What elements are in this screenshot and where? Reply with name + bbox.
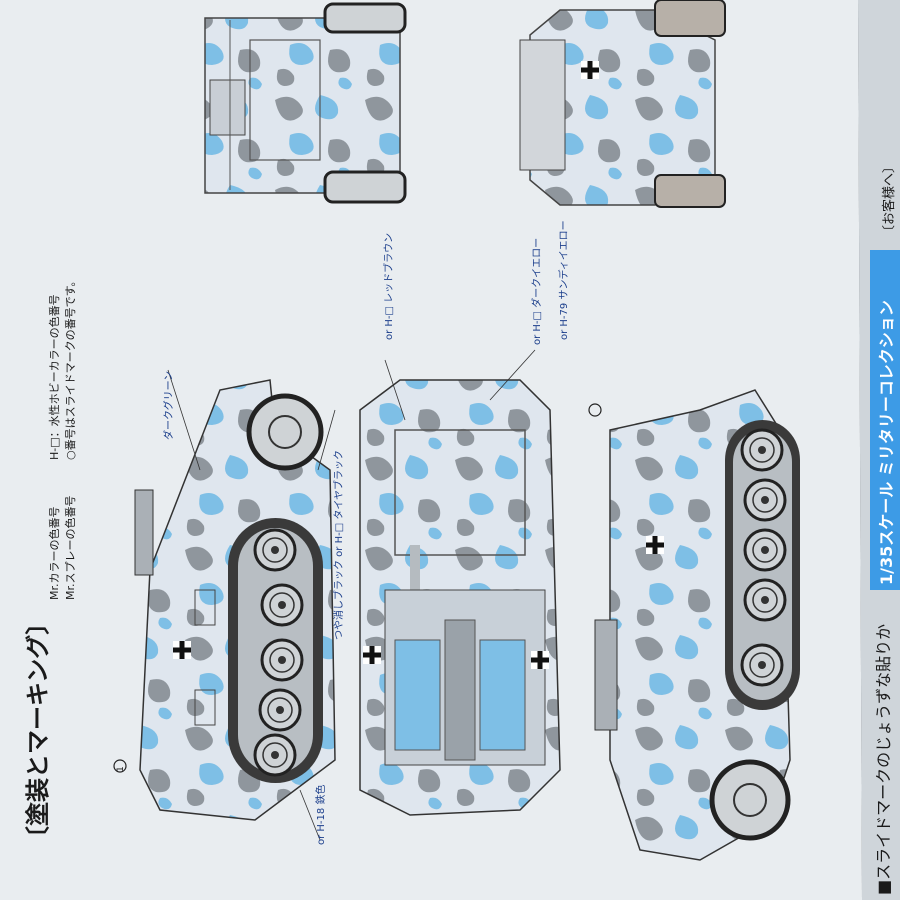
vehicle-side-view-left bbox=[113, 379, 336, 821]
legend-mr-color: Mr.カラーの色番号 bbox=[48, 506, 61, 601]
callout-steel: or H-18 鉄色 bbox=[316, 784, 327, 845]
decal-number-marker-icon bbox=[588, 403, 602, 417]
series-band bbox=[870, 250, 900, 590]
callout-sandy-yellow: or H-79 サンディイエロー bbox=[559, 220, 570, 340]
callout-red-brown: or H-□ レッドブラウン bbox=[384, 232, 395, 340]
balkenkreuz-icon bbox=[531, 651, 549, 669]
vehicle-side-view-right bbox=[588, 389, 800, 861]
legend-mr-spray: Mr.スプレーの色番号 bbox=[64, 495, 77, 601]
decal-number-marker-icon bbox=[113, 759, 127, 773]
vehicle-top-view-center bbox=[359, 379, 561, 816]
legend-h-color: H-□：水性ホビーカラーの色番号 bbox=[48, 294, 61, 460]
customer-note: 〔お客様へ〕 bbox=[882, 159, 897, 238]
callout-dark-yellow: or H-□ ダークイエロー bbox=[532, 237, 543, 345]
series-band-label: 1/35スケール ミリタリーコレクション bbox=[877, 300, 896, 585]
callout-decal-1: 1 bbox=[116, 766, 126, 772]
bottom-note: ■スライドマークのじょうずな貼りか bbox=[874, 623, 893, 895]
balkenkreuz-icon bbox=[646, 536, 664, 554]
balkenkreuz-icon bbox=[173, 641, 191, 659]
callout-tire-black: つや消しブラック or H-□ タイヤブラック bbox=[334, 449, 345, 640]
balkenkreuz-icon bbox=[363, 646, 381, 664]
callout-dark-green: ダークグリーン bbox=[164, 370, 175, 440]
vehicle-top-view-upper-right bbox=[519, 0, 726, 208]
balkenkreuz-icon bbox=[581, 61, 599, 79]
legend-slide-mark: ○番号はスライドマークの番号です。 bbox=[64, 275, 77, 461]
vehicle-top-view-upper-left bbox=[204, 2, 407, 204]
section-title: 〔塗装とマーキング〕 bbox=[24, 610, 52, 850]
